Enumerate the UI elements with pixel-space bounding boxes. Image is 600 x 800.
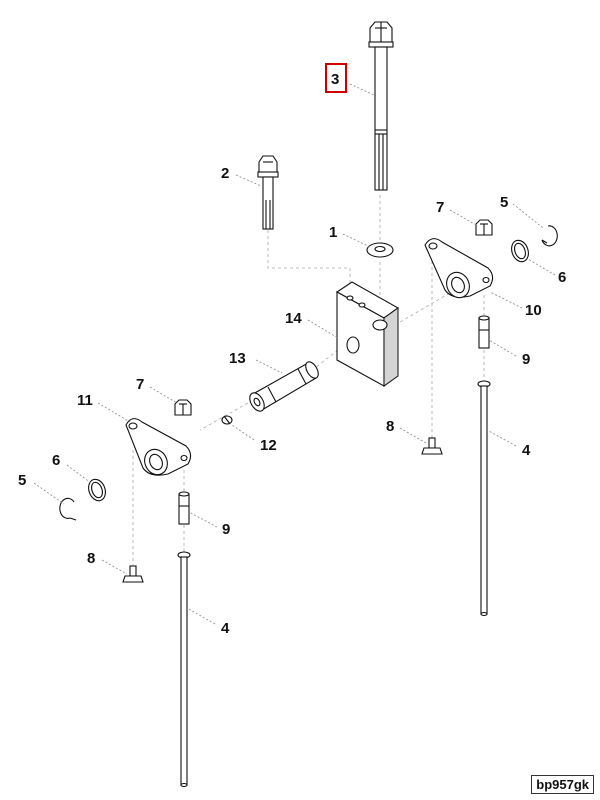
- callout-clip-left[interactable]: 5: [18, 472, 26, 489]
- callout-labels: 3 2 1 7 5 6 10 14 13 12 7 11 6 5 9 4 8 9…: [18, 71, 566, 637]
- callout-adjuster-right[interactable]: 9: [522, 351, 530, 368]
- pushrod-left-part[interactable]: [177, 551, 191, 788]
- rocker-shaft-part[interactable]: [247, 360, 321, 414]
- callout-adjuster-left[interactable]: 9: [222, 521, 230, 538]
- callout-washer[interactable]: 1: [329, 224, 337, 241]
- callout-pushrod-right[interactable]: 4: [522, 442, 531, 459]
- plug-part[interactable]: [221, 415, 233, 425]
- callout-rocker-left[interactable]: 11: [77, 392, 93, 409]
- callout-bolt-long[interactable]: 3: [331, 71, 339, 88]
- callout-ring-left[interactable]: 6: [52, 452, 60, 469]
- ring-left-part[interactable]: [86, 477, 109, 503]
- circlip-left-part[interactable]: [59, 497, 77, 521]
- callout-pushrod-left[interactable]: 4: [221, 620, 230, 637]
- nut-left-part[interactable]: [174, 399, 192, 416]
- highlighted-callout-frame: [325, 63, 347, 93]
- callout-plug[interactable]: 12: [260, 437, 277, 454]
- circlip-right-part[interactable]: [541, 225, 558, 247]
- callout-screw-left[interactable]: 8: [87, 550, 95, 567]
- pushrod-right-part[interactable]: [477, 380, 491, 617]
- leader-lines: [33, 83, 556, 625]
- washer-part[interactable]: [366, 242, 394, 258]
- callout-nut-left[interactable]: 7: [136, 376, 144, 393]
- adjuster-right-part[interactable]: [478, 315, 490, 349]
- short-bolt-part[interactable]: [257, 155, 279, 230]
- long-bolt-part[interactable]: [368, 21, 394, 191]
- nut-right-part[interactable]: [475, 219, 493, 236]
- callout-ring-right[interactable]: 6: [558, 269, 566, 286]
- rocker-arm-left-part[interactable]: [125, 418, 192, 479]
- reference-code-label: bp957gk: [531, 775, 594, 794]
- adjuster-left-part[interactable]: [178, 491, 190, 525]
- callout-shaft[interactable]: 13: [229, 350, 246, 367]
- support-block-part[interactable]: [335, 281, 400, 387]
- screw-left-part[interactable]: [122, 565, 144, 583]
- callout-block[interactable]: 14: [285, 310, 302, 327]
- callout-clip-right[interactable]: 5: [500, 194, 508, 211]
- callout-rocker-right[interactable]: 10: [525, 302, 542, 319]
- assembly-axis-lines: [132, 195, 485, 565]
- callout-nut-right[interactable]: 7: [436, 199, 444, 216]
- callout-screw-right[interactable]: 8: [386, 418, 394, 435]
- ring-right-part[interactable]: [509, 238, 532, 264]
- callout-bolt-short[interactable]: 2: [221, 165, 229, 182]
- rocker-arm-right-part[interactable]: [424, 238, 494, 302]
- screw-right-part[interactable]: [421, 437, 443, 455]
